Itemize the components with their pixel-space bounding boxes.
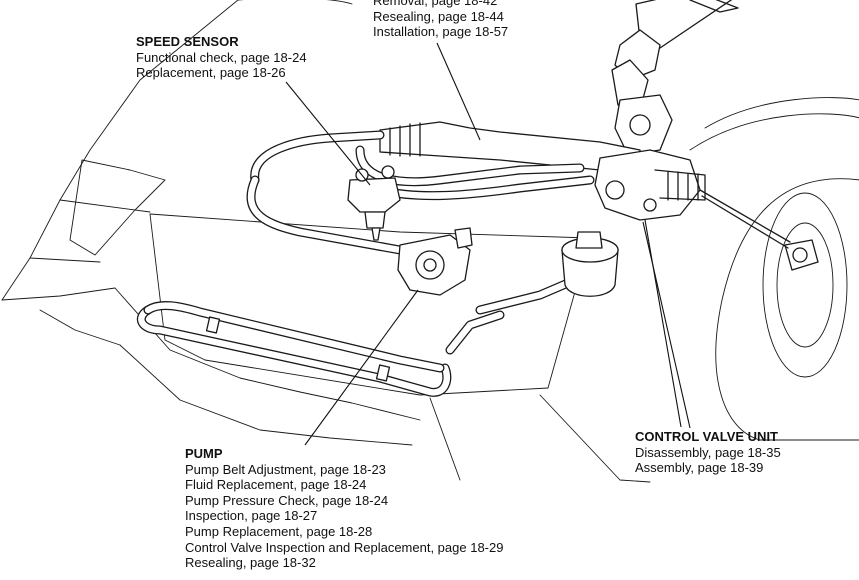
- pump-line-resealing: Resealing, page 18-32: [185, 555, 316, 571]
- pump-line-inspection: Inspection, page 18-27: [185, 508, 318, 524]
- steering-rack: [379, 121, 791, 249]
- steering-column: [611, 0, 739, 171]
- cooler-pipe: [136, 301, 452, 397]
- pump-line-belt: Pump Belt Adjustment, page 18-23: [185, 461, 386, 477]
- rack-line-removal: Removal, page 18-42: [373, 0, 498, 8]
- pump-callout: PUMP Pump Belt Adjustment, page 18-23 Fl…: [185, 446, 503, 571]
- pump-line-fluid: Fluid Replacement, page 18-24: [185, 477, 367, 493]
- rack-callout: Removal, page 18-42 Resealing, page 18-4…: [373, 0, 508, 40]
- leader-lines: [285, 42, 691, 446]
- control-valve-line-disassembly: Disassembly, page 18-35: [635, 444, 781, 460]
- pump-heading: PUMP: [185, 446, 223, 461]
- speed-sensor: [347, 165, 401, 241]
- rack-line-installation: Installation, page 18-57: [373, 24, 509, 40]
- rack-line-resealing: Resealing, page 18-44: [373, 8, 504, 24]
- front-wheel: [689, 97, 859, 441]
- control-valve-line-assembly: Assembly, page 18-39: [635, 460, 764, 476]
- fluid-reservoir: [561, 231, 619, 297]
- speed-sensor-line-replacement: Replacement, page 18-26: [136, 65, 286, 81]
- pump-line-pressure: Pump Pressure Check, page 18-24: [185, 492, 389, 508]
- speed-sensor-heading: SPEED SENSOR: [136, 34, 239, 49]
- speed-sensor-line-check: Functional check, page 18-24: [136, 49, 307, 65]
- pump-line-replacement: Pump Replacement, page 18-28: [185, 523, 373, 539]
- power-steering-pump: [397, 227, 473, 296]
- control-valve-callout: CONTROL VALVE UNIT Disassembly, page 18-…: [635, 429, 781, 476]
- speed-sensor-callout: SPEED SENSOR Functional check, page 18-2…: [136, 34, 307, 81]
- pump-line-control-valve: Control Valve Inspection and Replacement…: [185, 539, 504, 555]
- control-valve-heading: CONTROL VALVE UNIT: [635, 429, 778, 444]
